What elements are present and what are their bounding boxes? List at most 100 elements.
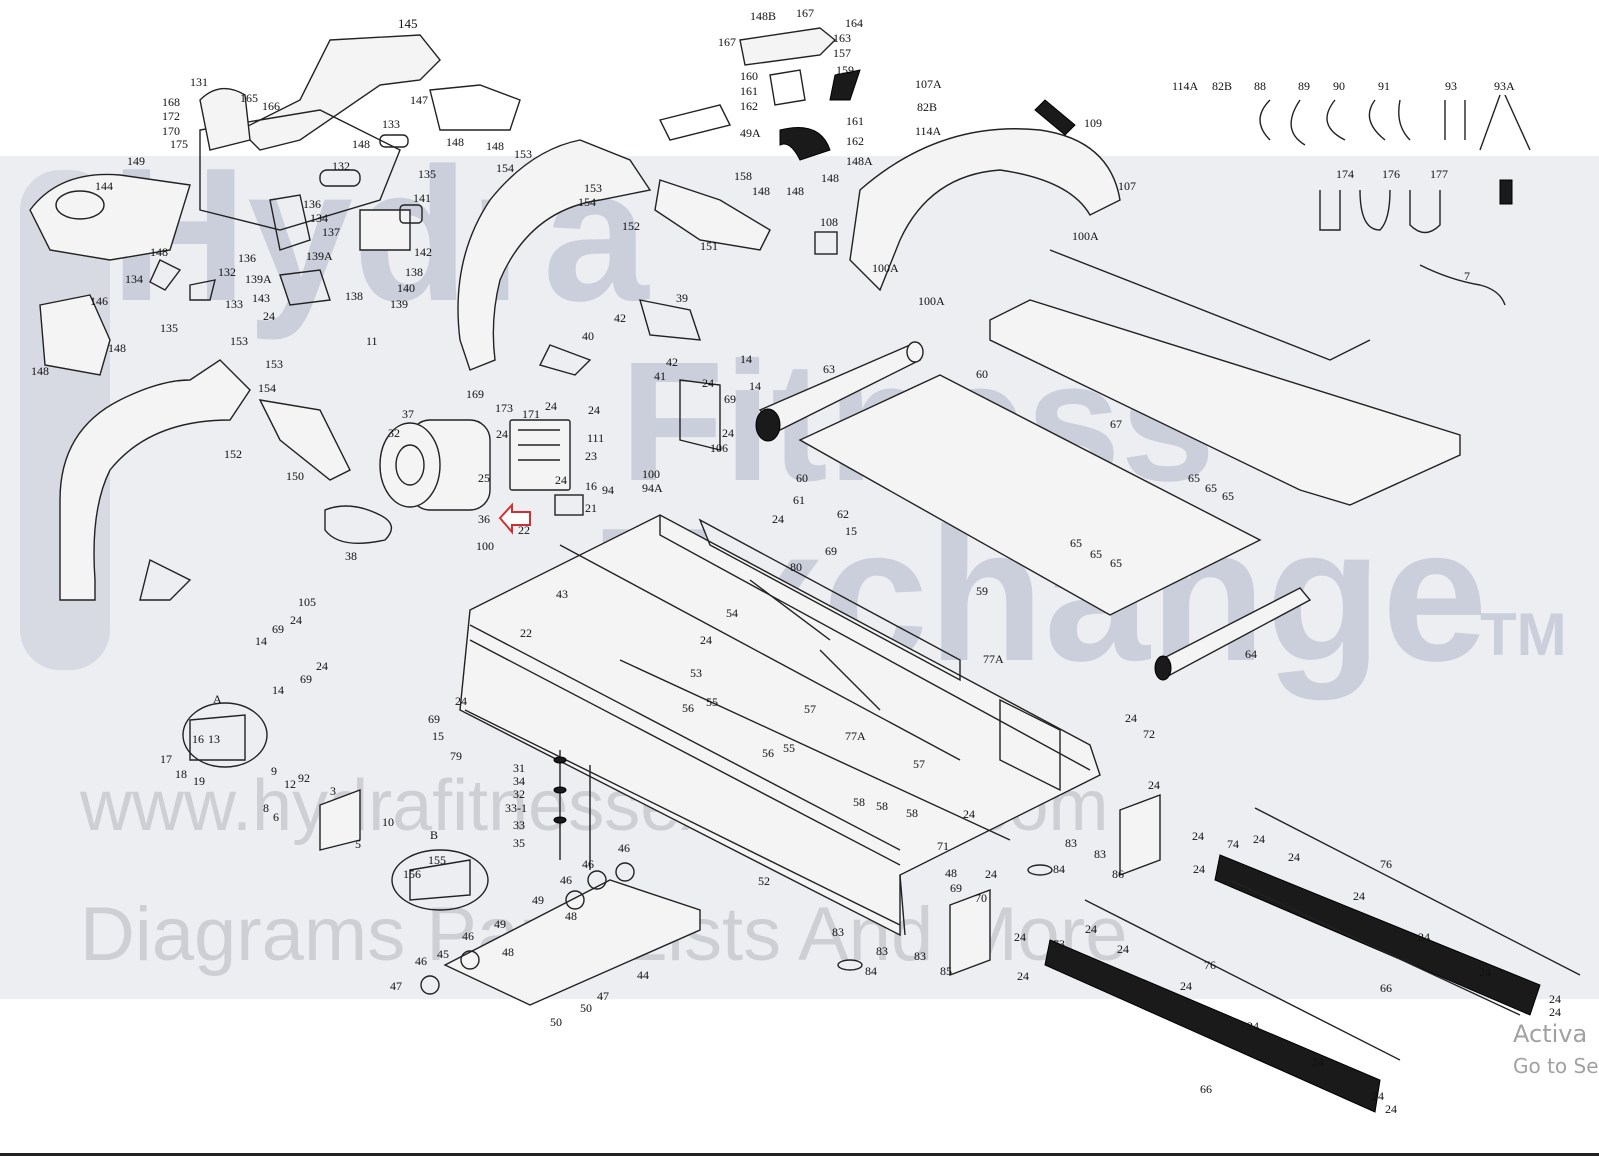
label-148-g: 148 — [752, 184, 770, 198]
label-143: 143 — [252, 291, 270, 305]
label-24-z2: 24 — [1549, 1005, 1561, 1019]
label-157: 157 — [833, 46, 851, 60]
label-24-g: 24 — [722, 426, 734, 440]
label-82b-a: 82B — [917, 100, 937, 114]
label-169: 169 — [466, 387, 484, 401]
label-156: 156 — [403, 867, 421, 881]
label-148-left: 148 — [150, 245, 168, 259]
label-33: 33 — [513, 818, 525, 832]
label-24-m: 24 — [1148, 778, 1160, 792]
label-153-d: 153 — [584, 181, 602, 195]
label-84-b: 84 — [1053, 862, 1065, 876]
label-7: 7 — [1464, 269, 1470, 283]
label-16-b: 16 — [192, 732, 204, 746]
highlight-arrow-icon — [498, 502, 531, 535]
label-174: 174 — [1336, 167, 1354, 181]
label-a-detail: A — [213, 692, 222, 706]
label-58-b: 58 — [876, 799, 888, 813]
label-24-aa: 24 — [1085, 922, 1097, 936]
label-83-d: 83 — [1065, 836, 1077, 850]
label-24-ac: 24 — [1180, 979, 1192, 993]
label-44: 44 — [637, 968, 649, 982]
label-172: 172 — [162, 109, 180, 123]
label-55-a: 55 — [706, 695, 718, 709]
label-166: 166 — [262, 99, 280, 113]
label-66-b: 66 — [1200, 1082, 1212, 1096]
label-24-h: 24 — [772, 512, 784, 526]
label-69-b: 69 — [825, 544, 837, 558]
label-88: 88 — [1254, 79, 1266, 93]
label-14-a: 14 — [740, 352, 752, 366]
label-65-c: 65 — [1222, 489, 1234, 503]
detail-a — [182, 702, 361, 851]
label-167-a: 167 — [796, 6, 814, 20]
label-149: 149 — [127, 154, 145, 168]
label-56-a: 56 — [682, 701, 694, 715]
label-24-ag: 24 — [1385, 1102, 1397, 1116]
label-148b: 148B — [750, 9, 776, 23]
label-48-b: 48 — [502, 945, 514, 959]
front-roller-and-deck — [755, 249, 1461, 616]
label-153-b: 153 — [265, 357, 283, 371]
label-83-b: 83 — [876, 944, 888, 958]
motor-assembly — [324, 299, 721, 545]
label-161-a: 161 — [740, 84, 758, 98]
label-36: 36 — [478, 512, 490, 526]
label-100-b: 100 — [476, 539, 494, 553]
label-167-b: 167 — [718, 35, 736, 49]
label-134-left: 134 — [125, 272, 143, 286]
elevation-frame — [420, 862, 701, 1006]
label-89: 89 — [1298, 79, 1310, 93]
callout-labels: 145 131 168 172 170 175 165 166 149 144 … — [31, 6, 1561, 1116]
label-49a: 49A — [740, 126, 761, 140]
label-24-ad: 24 — [1247, 1019, 1259, 1033]
label-69-c: 69 — [272, 622, 284, 636]
label-24-l: 24 — [1125, 711, 1137, 725]
label-8: 8 — [263, 801, 269, 815]
label-154-c: 154 — [578, 195, 596, 209]
label-16-a: 16 — [585, 479, 597, 493]
console-assembly — [29, 34, 521, 376]
label-48-c: 48 — [945, 866, 957, 880]
label-84-a: 84 — [865, 964, 877, 978]
label-132-top: 132 — [332, 159, 350, 173]
label-173: 173 — [495, 401, 513, 415]
label-24-b: 24 — [496, 427, 508, 441]
label-11: 11 — [366, 334, 378, 348]
label-139a-mid: 139A — [245, 272, 272, 286]
label-22-a: 22 — [518, 523, 530, 537]
label-24-u: 24 — [1253, 832, 1265, 846]
activation-line2: Go to Se — [1513, 1054, 1599, 1078]
label-70: 70 — [975, 891, 987, 905]
label-48-a: 48 — [565, 909, 577, 923]
left-upright-arm — [59, 359, 351, 601]
label-148-c: 148 — [446, 135, 464, 149]
label-56-b: 56 — [762, 746, 774, 760]
label-93a: 93A — [1494, 79, 1515, 93]
right-upright-arm — [457, 139, 771, 376]
label-86: 86 — [1112, 867, 1124, 881]
label-6: 6 — [273, 810, 279, 824]
label-138-b: 138 — [345, 289, 363, 303]
label-46-c: 46 — [560, 873, 572, 887]
label-139: 139 — [390, 297, 408, 311]
label-24-k: 24 — [700, 633, 712, 647]
label-46-d: 46 — [462, 929, 474, 943]
label-24-p: 24 — [985, 867, 997, 881]
label-152-a: 152 — [224, 447, 242, 461]
label-21: 21 — [585, 501, 597, 515]
label-39: 39 — [676, 291, 688, 305]
label-108: 108 — [820, 215, 838, 229]
label-133-mid: 133 — [225, 297, 243, 311]
label-165: 165 — [240, 91, 258, 105]
label-136-mid: 136 — [238, 251, 256, 265]
label-65-e: 65 — [1090, 547, 1102, 561]
label-33-1: 33-1 — [505, 801, 527, 815]
label-14-c: 14 — [255, 634, 267, 648]
label-24-y: 24 — [1479, 965, 1491, 979]
activation-line1: Activa — [1513, 1020, 1588, 1048]
label-64: 64 — [1245, 647, 1257, 661]
label-141: 141 — [413, 191, 431, 205]
label-22-b: 22 — [520, 626, 532, 640]
stacked-washers — [553, 750, 591, 870]
